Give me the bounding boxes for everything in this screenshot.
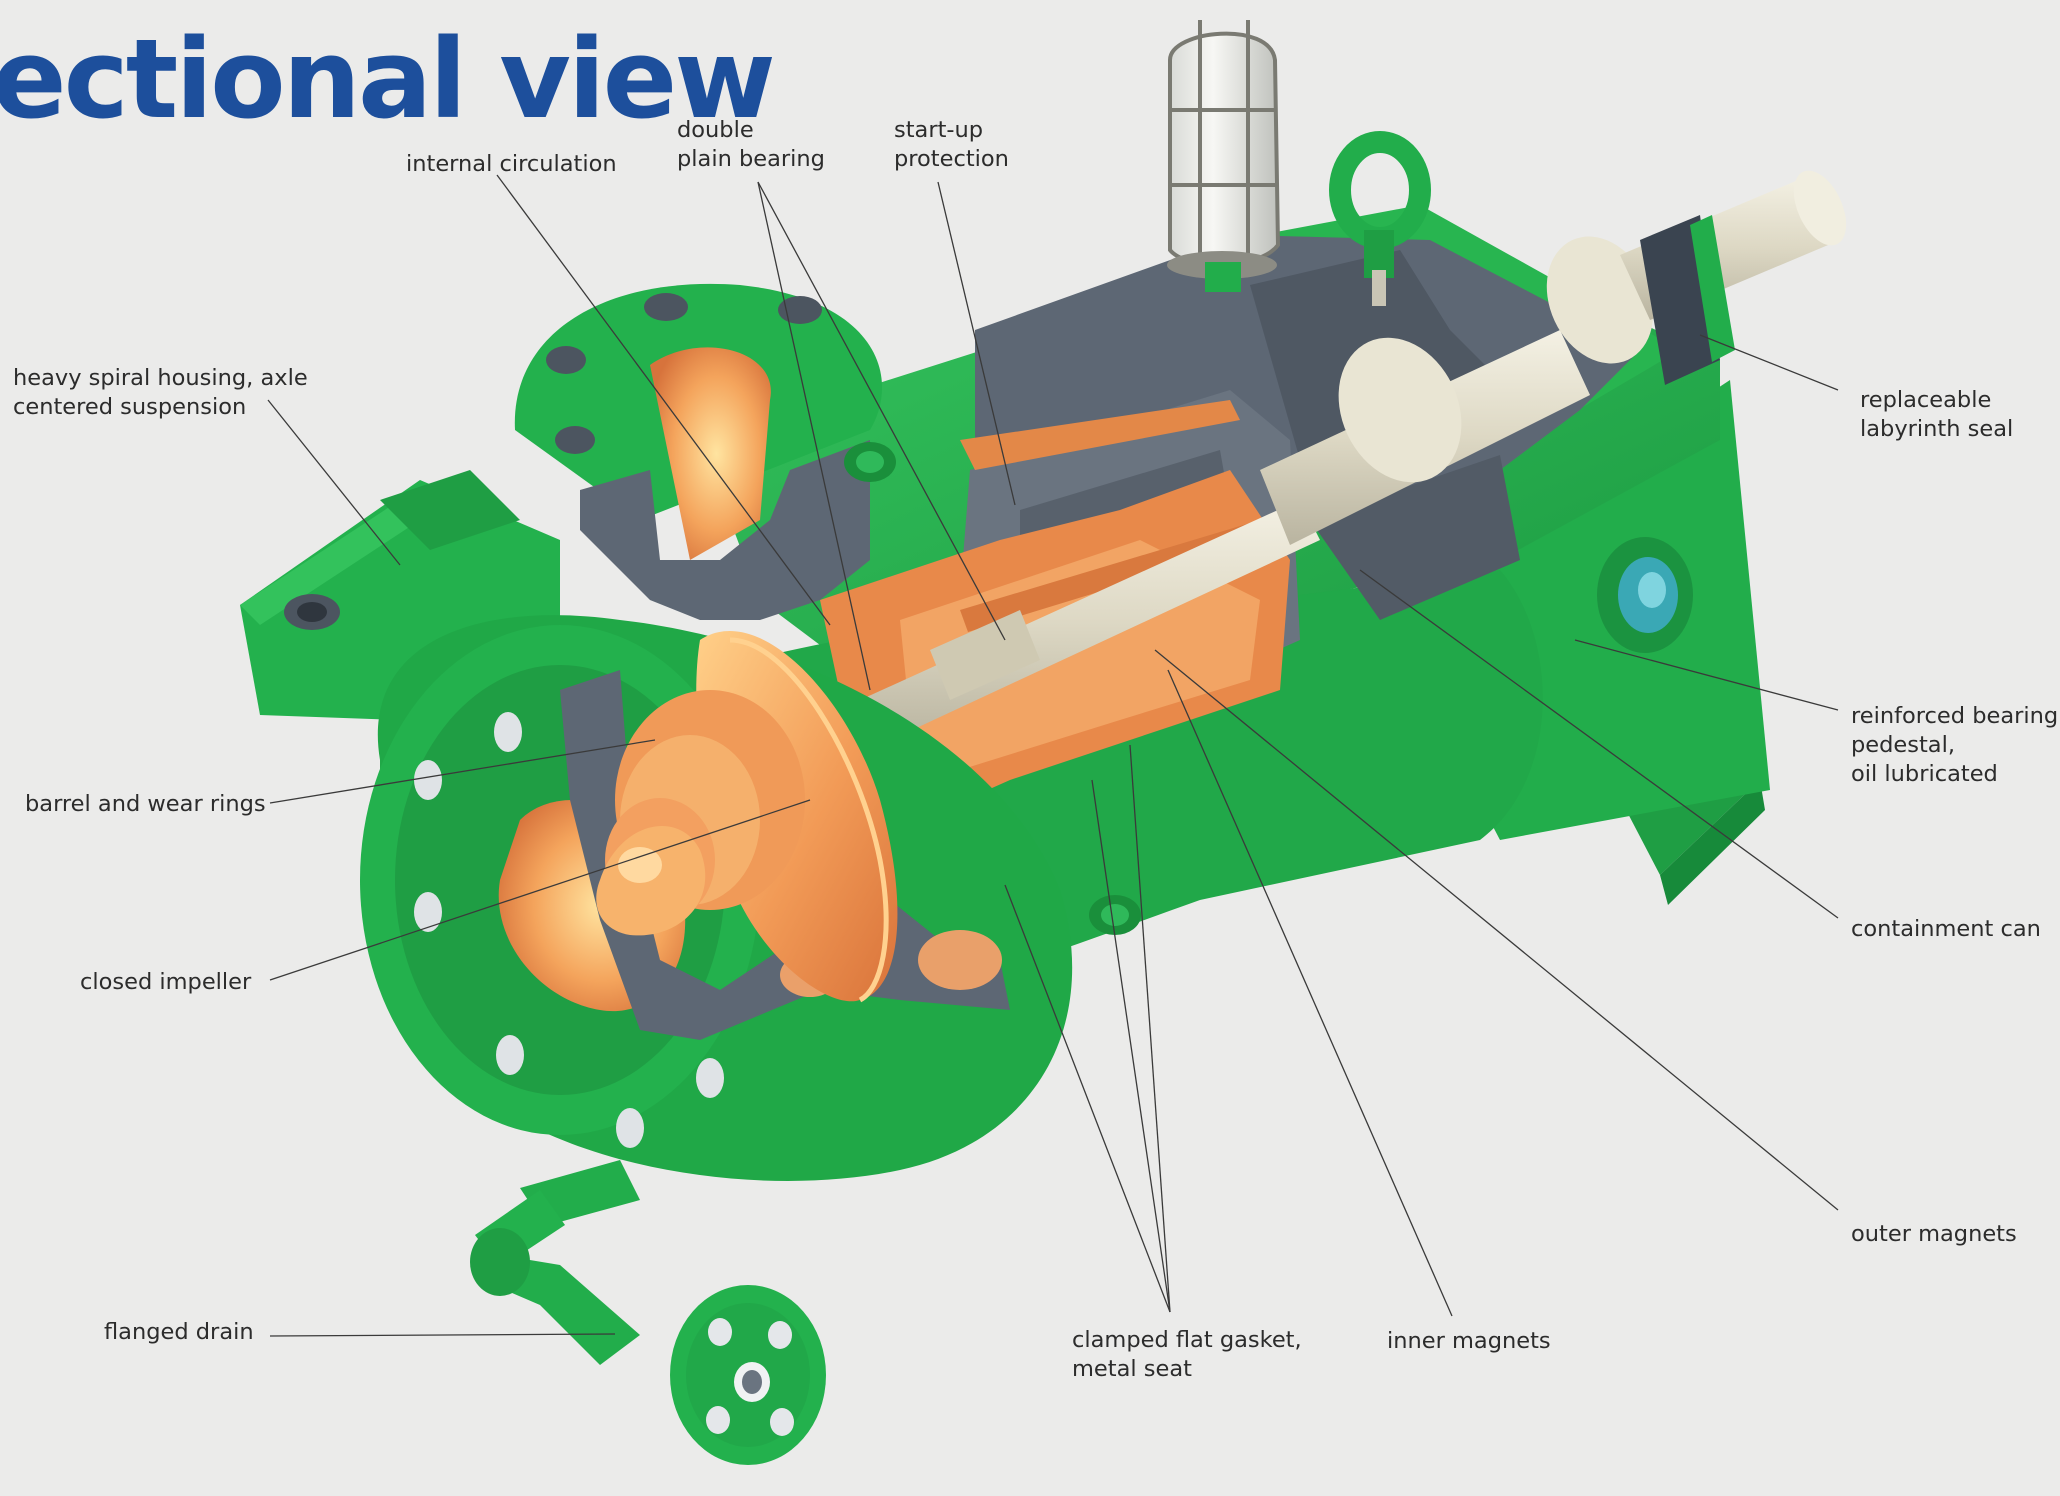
leader-lines bbox=[267, 174, 1839, 1337]
label-double-plain-bearing: double plain bearing bbox=[677, 116, 825, 174]
label-line: protection bbox=[894, 146, 1009, 172]
label-inner-magnets: inner magnets bbox=[1387, 1328, 1551, 1354]
label-barrel-and-wear-rings: barrel and wear rings bbox=[25, 791, 266, 817]
leader-labyrinth-seal bbox=[1699, 334, 1839, 391]
oil-sight-glass bbox=[1597, 537, 1693, 653]
leader-double-plain-bearing-a bbox=[757, 181, 871, 691]
label-line: labyrinth seal bbox=[1860, 416, 2014, 442]
label-outer-magnets: outer magnets bbox=[1851, 1221, 2017, 1247]
label-line: double bbox=[677, 117, 754, 143]
leader-flanged-drain bbox=[269, 1333, 616, 1337]
flanged-drain bbox=[470, 1160, 826, 1465]
leader-barrel-wear-rings bbox=[269, 739, 656, 804]
label-line: plain bearing bbox=[677, 146, 825, 172]
leader-bearing-pedestal bbox=[1574, 639, 1839, 711]
leader-gasket-c bbox=[1129, 744, 1171, 1313]
label-startup-protection: start-up protection bbox=[894, 116, 1009, 174]
label-line: reinforced bearing bbox=[1851, 703, 2059, 729]
leader-double-plain-bearing-b bbox=[757, 181, 1006, 641]
label-clamped-flat-gasket: clamped flat gasket, metal seat bbox=[1072, 1326, 1302, 1384]
housing-bolts bbox=[844, 442, 1141, 935]
label-internal-circulation: internal circulation bbox=[406, 151, 617, 177]
label-line: heavy spiral housing, axle bbox=[13, 365, 308, 391]
label-heavy-spiral-housing: heavy spiral housing, axle centered susp… bbox=[13, 364, 308, 422]
label-reinforced-bearing-pedestal: reinforced bearing pedestal, oil lubrica… bbox=[1851, 702, 2058, 789]
label-replaceable-labyrinth-seal: replaceable labyrinth seal bbox=[1860, 386, 2013, 444]
leader-internal-circulation bbox=[496, 174, 831, 626]
leader-gasket-a bbox=[1004, 884, 1171, 1313]
leader-containment-can bbox=[1359, 569, 1839, 919]
label-line: pedestal, bbox=[1851, 732, 1955, 758]
leader-heavy-spiral-housing bbox=[267, 399, 401, 566]
label-line: clamped flat gasket, bbox=[1072, 1327, 1302, 1353]
label-containment-can: containment can bbox=[1851, 916, 2041, 942]
leader-inner-magnets bbox=[1167, 669, 1453, 1317]
label-closed-impeller: closed impeller bbox=[80, 969, 252, 995]
leader-gasket-b bbox=[1091, 779, 1171, 1313]
label-line: start-up bbox=[894, 117, 984, 143]
leader-startup-protection bbox=[937, 181, 1016, 506]
page-title: ectional view bbox=[0, 15, 776, 143]
labyrinth-seal bbox=[1640, 215, 1735, 385]
label-line: replaceable bbox=[1860, 387, 1992, 413]
lifting-eye bbox=[1329, 131, 1431, 306]
closed-impeller bbox=[596, 630, 898, 1003]
label-line: oil lubricated bbox=[1851, 761, 1998, 787]
label-flanged-drain: flanged drain bbox=[104, 1319, 254, 1345]
leader-outer-magnets bbox=[1154, 649, 1839, 1211]
startup-protection-lamp bbox=[1167, 20, 1281, 292]
label-line: centered suspension bbox=[13, 394, 247, 420]
label-line: metal seat bbox=[1072, 1356, 1192, 1382]
leader-closed-impeller bbox=[269, 799, 811, 981]
